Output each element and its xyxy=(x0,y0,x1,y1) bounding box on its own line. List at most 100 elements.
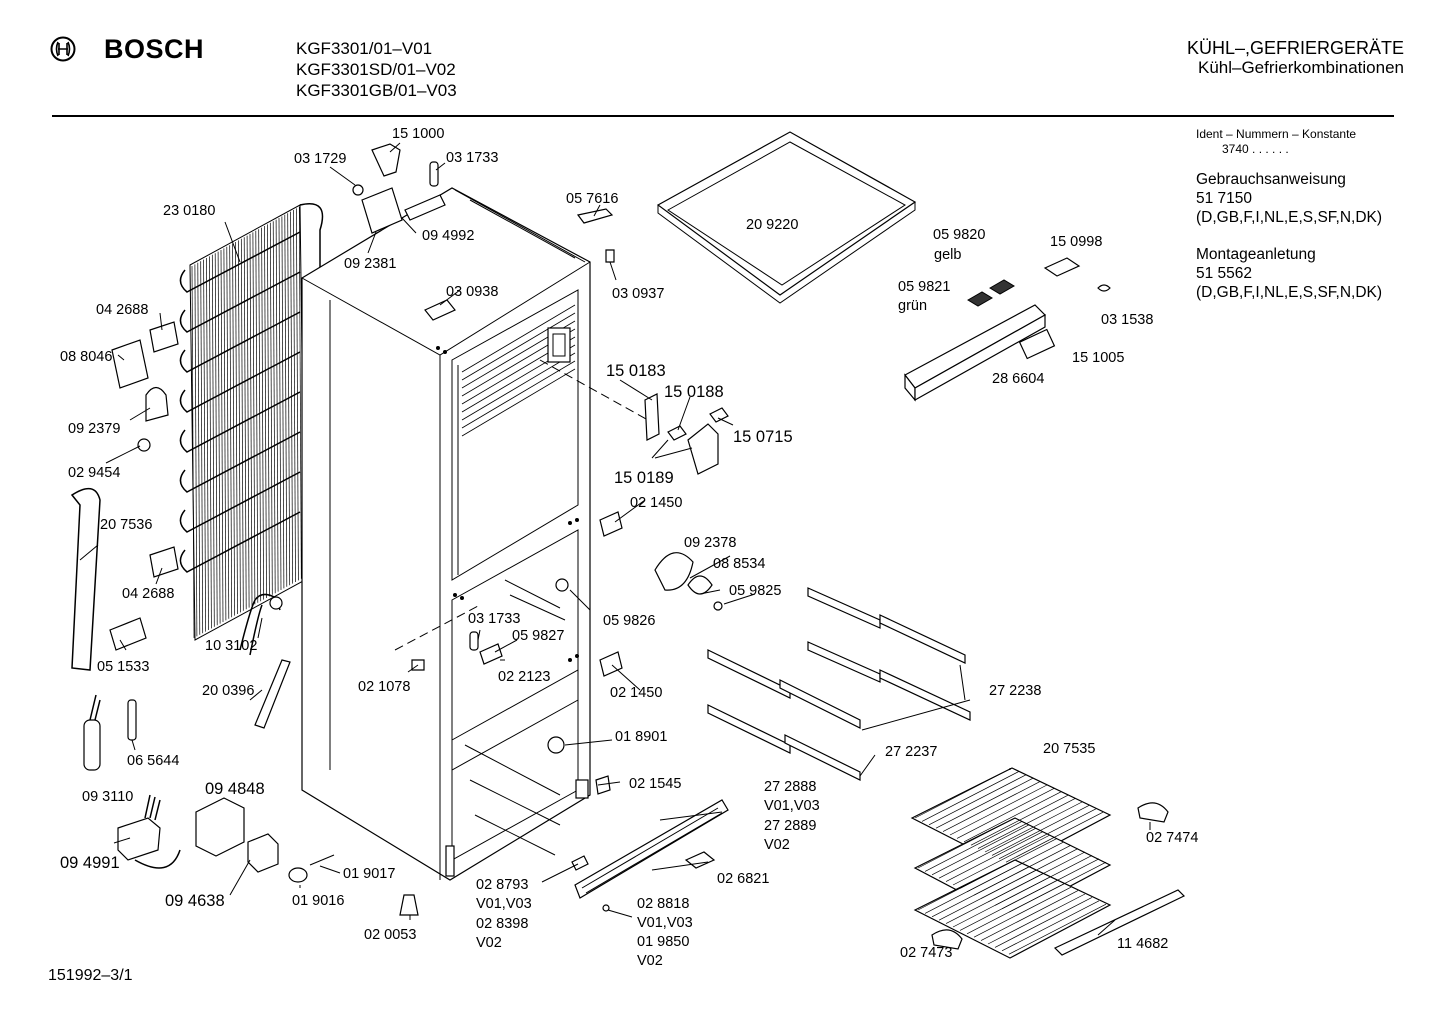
leader-lines xyxy=(79,142,1151,936)
middle-small-parts xyxy=(411,393,729,795)
model-list: KGF3301/01–V01 KGF3301SD/01–V02 KGF3301G… xyxy=(296,38,457,101)
label-150183: 15 0183 xyxy=(606,362,666,380)
label-151005: 15 1005 xyxy=(1072,350,1124,366)
top-small-parts xyxy=(352,143,615,321)
manual-number: 51 7150 xyxy=(1196,190,1253,207)
label-022123: 02 2123 xyxy=(498,669,550,685)
label-029454: 02 9454 xyxy=(68,465,120,481)
ident-value: 3740 . . . . . . xyxy=(1222,142,1289,156)
label-gruen: grün xyxy=(898,298,927,314)
label-031538: 03 1538 xyxy=(1101,312,1153,328)
ident-label: Ident – Nummern – Konstante xyxy=(1196,127,1357,141)
label-019016: 01 9016 xyxy=(292,893,344,909)
left-components xyxy=(70,321,419,916)
condenser-coil xyxy=(179,203,324,641)
label-230180: 23 0180 xyxy=(163,203,215,219)
label-v0103-028818: V01,V03 xyxy=(637,915,693,931)
label-094992: 09 4992 xyxy=(422,228,474,244)
label-092381: 09 2381 xyxy=(344,256,396,272)
label-094638: 09 4638 xyxy=(165,892,225,910)
freezer-baskets xyxy=(910,767,1186,959)
label-027474: 02 7474 xyxy=(1146,830,1198,846)
label-026821: 02 6821 xyxy=(717,871,769,887)
label-042688-bottom: 04 2688 xyxy=(122,586,174,602)
label-020053: 02 0053 xyxy=(364,927,416,943)
label-030938: 03 0938 xyxy=(446,284,498,300)
bosch-logo-icon xyxy=(50,36,76,62)
part-number-labels: 15 1000 03 1729 03 1733 23 0180 09 4992 … xyxy=(60,126,1198,969)
condenser-grid xyxy=(191,206,302,639)
label-v02-028398: V02 xyxy=(476,935,502,951)
label-272888: 27 2888 xyxy=(764,779,816,795)
manual-languages: (D,GB,F,I,NL,E,S,SF,N,DK) xyxy=(1196,209,1383,226)
subcategory-title: Kühl–Gefrierkombinationen xyxy=(1197,58,1404,77)
label-059827: 05 9827 xyxy=(512,628,564,644)
label-088534: 08 8534 xyxy=(713,556,765,572)
label-028793: 02 8793 xyxy=(476,877,528,893)
label-031729: 03 1729 xyxy=(294,151,346,167)
label-092378: 09 2378 xyxy=(684,535,736,551)
label-021450-top: 02 1450 xyxy=(630,495,682,511)
label-028818: 02 8818 xyxy=(637,896,689,912)
label-v0103-028793: V01,V03 xyxy=(476,896,532,912)
label-021078: 02 1078 xyxy=(358,679,410,695)
label-286604: 28 6604 xyxy=(992,371,1044,387)
label-059820: 05 9820 xyxy=(933,227,985,243)
label-150715: 15 0715 xyxy=(733,428,793,446)
assembly-line-lamp xyxy=(394,604,481,651)
model-v03: KGF3301GB/01–V03 xyxy=(296,81,457,100)
label-031733-mid: 03 1733 xyxy=(468,611,520,627)
label-092379: 09 2379 xyxy=(68,421,120,437)
label-150998: 15 0998 xyxy=(1050,234,1102,250)
top-cover-panel xyxy=(656,131,917,304)
label-059826: 05 9826 xyxy=(603,613,655,629)
label-209220: 20 9220 xyxy=(746,217,798,233)
label-103102: 10 3102 xyxy=(205,638,257,654)
label-093110: 09 3110 xyxy=(82,789,133,805)
label-021545: 02 1545 xyxy=(629,776,681,792)
label-272238: 27 2238 xyxy=(989,683,1041,699)
brand-name: BOSCH xyxy=(104,34,205,64)
refrigerator-cabinet xyxy=(301,187,591,881)
label-151000: 15 1000 xyxy=(392,126,444,142)
label-042688-top: 04 2688 xyxy=(96,302,148,318)
label-272237: 27 2237 xyxy=(885,744,937,760)
label-150188: 15 0188 xyxy=(664,383,724,401)
label-207535: 20 7535 xyxy=(1043,741,1095,757)
label-207536: 20 7536 xyxy=(100,517,152,533)
label-272889: 27 2889 xyxy=(764,818,816,834)
fridge-back-ribs xyxy=(461,304,576,437)
model-v01: KGF3301/01–V01 xyxy=(296,39,433,58)
label-030937: 03 0937 xyxy=(612,286,664,302)
label-114682: 11 4682 xyxy=(1117,936,1168,952)
model-v02: KGF3301SD/01–V02 xyxy=(296,60,456,79)
label-094848: 09 4848 xyxy=(205,780,265,798)
label-027473: 02 7473 xyxy=(900,945,952,961)
label-019017: 01 9017 xyxy=(343,866,395,882)
basket-wire-grid xyxy=(914,767,1107,955)
mount-number: 51 5562 xyxy=(1196,265,1253,282)
manual-label: Gebrauchsanweisung xyxy=(1196,171,1346,188)
label-v02-272889: V02 xyxy=(764,837,790,853)
header-divider xyxy=(52,115,1394,117)
label-150189: 15 0189 xyxy=(614,469,674,487)
label-019850: 01 9850 xyxy=(637,934,689,950)
label-v02-019850: V02 xyxy=(637,953,663,969)
shelf-rails xyxy=(707,587,971,781)
label-021450-bottom: 02 1450 xyxy=(610,685,662,701)
label-094991: 09 4991 xyxy=(60,854,120,872)
label-031733-top: 03 1733 xyxy=(446,150,498,166)
label-v0103-272888: V01,V03 xyxy=(764,798,820,814)
category-title: KÜHL–,GEFRIERGERÄTE xyxy=(1186,38,1404,58)
drawing-number: 151992–3/1 xyxy=(48,967,133,984)
label-057616: 05 7616 xyxy=(566,191,618,207)
mount-label: Montageanletung xyxy=(1196,246,1316,263)
label-028398: 02 8398 xyxy=(476,916,528,932)
label-088046: 08 8046 xyxy=(60,349,112,365)
label-059825: 05 9825 xyxy=(729,583,781,599)
label-059821: 05 9821 xyxy=(898,279,950,295)
label-018901: 01 8901 xyxy=(615,729,667,745)
label-065644: 06 5644 xyxy=(127,753,179,769)
